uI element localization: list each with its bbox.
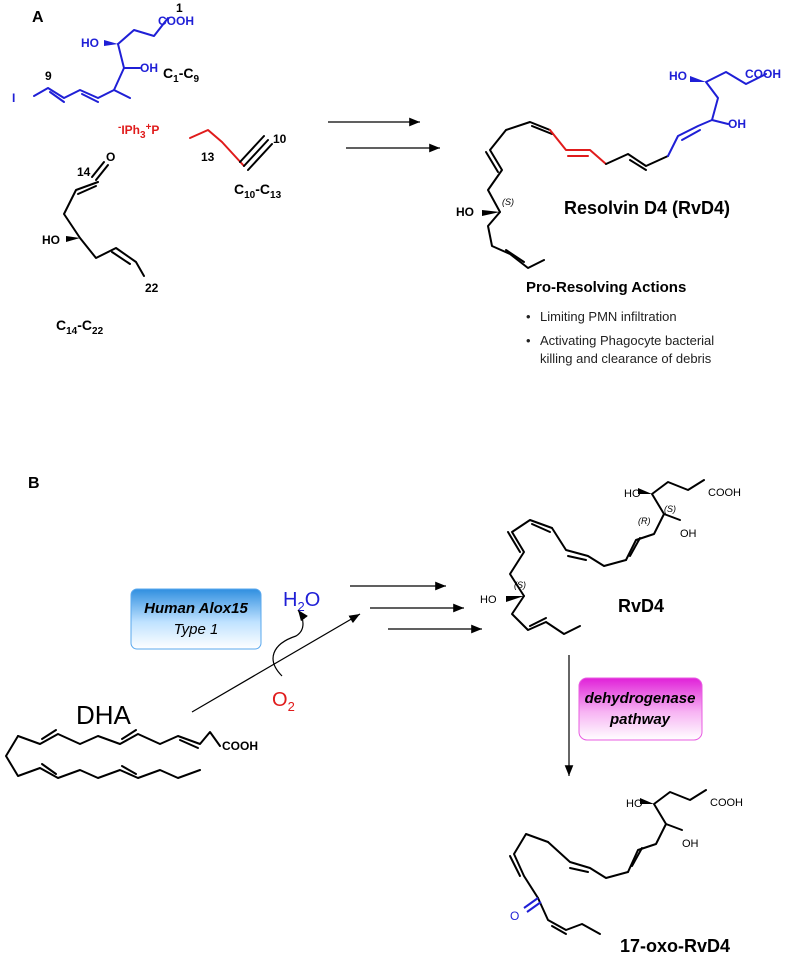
- pathway-box: dehydrogenase pathway: [578, 677, 703, 741]
- c10-number: 10: [273, 132, 287, 146]
- resolvin-d4-name: Resolvin D4 (RvD4): [564, 198, 730, 218]
- actions-item-3: killing and clearance of debris: [540, 351, 712, 366]
- panel-b-label: B: [28, 475, 40, 492]
- dha-name: DHA: [76, 700, 132, 730]
- frag3-name: C14-C22: [56, 317, 104, 337]
- oxo-cooh: COOH: [710, 797, 743, 809]
- c14-number: 14: [77, 165, 91, 179]
- frag3-ho-label: HO: [42, 233, 60, 247]
- fragment-c1-c9: I HO OH COOH 1 9 C1-C9: [12, 1, 199, 105]
- rvd4-stereo-s: (S): [502, 197, 514, 207]
- fragment-c14-c22: O 14 HO 22 C14-C22: [42, 150, 159, 337]
- dha-to-rvd4-arrow: [191, 613, 361, 713]
- frag1-oh-label: OH: [140, 61, 158, 75]
- rvd4b-name: RvD4: [618, 596, 664, 616]
- oxo-rvd4-structure: O HO COOH OH 17-oxo-RvD4: [509, 789, 743, 956]
- rvd4b-oh: OH: [680, 528, 697, 540]
- rvd4b-stereo-s1: (S): [514, 580, 526, 590]
- panel-a-label: A: [32, 9, 44, 26]
- frag1-ho-label: HO: [81, 36, 99, 50]
- ylide-label: -IPh3+P: [118, 122, 159, 141]
- rvd4b-ho-left: HO: [480, 594, 497, 606]
- c9-number: 9: [45, 69, 52, 83]
- enzyme-line-2: Type 1: [174, 621, 219, 638]
- c1-number: 1: [176, 1, 183, 15]
- enzyme-line-1: Human Alox15: [144, 600, 248, 617]
- pathway-line-1: dehydrogenase: [585, 690, 696, 707]
- dha-structure: DHA COOH: [5, 700, 258, 779]
- rvd4b-stereo-s2: (S): [664, 504, 676, 514]
- rvd4-oh: OH: [728, 117, 746, 131]
- oxygen-label: O2: [272, 689, 295, 714]
- oxo-rvd4-name: 17-oxo-RvD4: [620, 936, 730, 956]
- water-label: H2O: [283, 589, 320, 614]
- oxo-oh: OH: [682, 838, 699, 850]
- enzyme-box: Human Alox15 Type 1: [130, 588, 262, 650]
- oxo-o: O: [510, 909, 519, 923]
- oxo-ho: HO: [626, 798, 643, 810]
- frag2-name: C10-C13: [234, 181, 282, 201]
- rvd4b-cooh: COOH: [708, 487, 741, 499]
- rvd4b-stereo-r: (R): [638, 516, 651, 526]
- dha-cooh: COOH: [222, 739, 258, 753]
- actions-title: Pro-Resolving Actions: [526, 279, 686, 296]
- rvd4-cooh: COOH: [745, 67, 781, 81]
- frag1-cooh-label: COOH: [158, 14, 194, 28]
- pro-resolving-actions: Pro-Resolving Actions • Limiting PMN inf…: [526, 279, 714, 366]
- rvd4-ho-left: HO: [456, 205, 474, 219]
- c13-number: 13: [201, 150, 215, 164]
- resolvin-d4-structure: HO COOH OH HO (S) Resolvin D4 (RvD4): [456, 67, 781, 269]
- rvd4b-ho-top: HO: [624, 488, 641, 500]
- actions-bullet-2: •: [526, 333, 531, 348]
- c22-number: 22: [145, 281, 159, 295]
- actions-item-1: Limiting PMN infiltration: [540, 309, 677, 324]
- o2-h2o-curved-arrow: [272, 609, 308, 677]
- rvd4-structure-b: HO COOH OH HO (S) (R) (S) RvD4: [480, 479, 741, 635]
- actions-item-2: Activating Phagocyte bacterial: [540, 333, 714, 348]
- iodo-label: I: [12, 91, 15, 105]
- pathway-line-2: pathway: [609, 711, 671, 728]
- rvd4-ho-top: HO: [669, 69, 687, 83]
- fragment-c10-c13: -IPh3+P 10 13 C10-C13: [118, 122, 287, 201]
- actions-bullet-1: •: [526, 309, 531, 324]
- frag1-name: C1-C9: [163, 65, 199, 85]
- aldehyde-o: O: [106, 150, 115, 164]
